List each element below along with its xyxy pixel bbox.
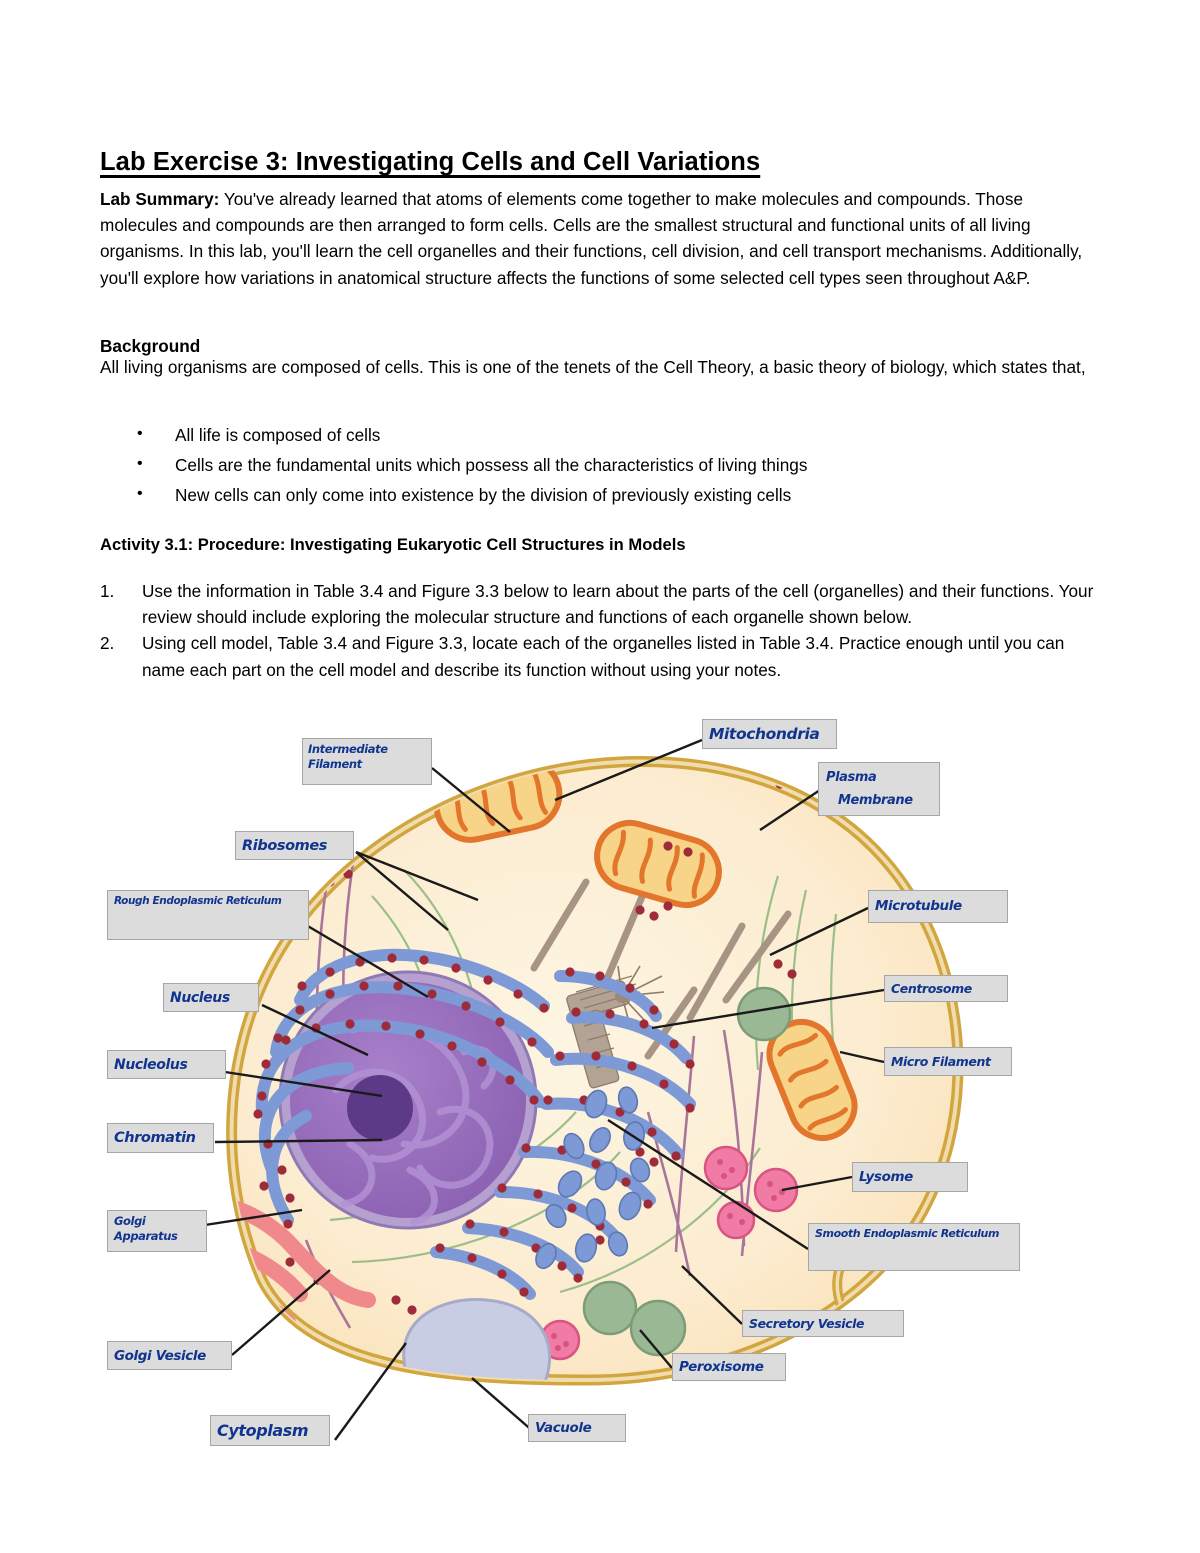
bullet-text: Cells are the fundamental units which po… bbox=[175, 455, 808, 475]
list-item: 1. Use the information in Table 3.4 and F… bbox=[100, 578, 1100, 630]
list-item: • Cells are the fundamental units which p… bbox=[100, 450, 1100, 480]
label-text: Vacuole bbox=[535, 1420, 592, 1436]
step-number: 2. bbox=[100, 633, 115, 654]
label-text: Membrane bbox=[838, 793, 913, 808]
bullet-glyph: • bbox=[137, 455, 143, 472]
label-plasma-membrane[interactable]: Plasma Membrane bbox=[818, 762, 940, 816]
label-chromatin[interactable]: Chromatin bbox=[107, 1123, 214, 1153]
vacuole-shape bbox=[402, 1298, 552, 1380]
bullet-text: All life is composed of cells bbox=[175, 425, 381, 445]
label-lysosome[interactable]: Lysome bbox=[852, 1162, 968, 1192]
label-text: Micro Filament bbox=[891, 1054, 991, 1069]
step-text: Using cell model, Table 3.4 and Figure 3… bbox=[142, 633, 1065, 680]
label-golgi-apparatus[interactable]: Golgi Apparatus bbox=[107, 1210, 207, 1252]
label-text: Filament bbox=[308, 757, 362, 771]
label-text: Mitochondria bbox=[709, 725, 820, 743]
label-text: Microtubule bbox=[875, 898, 962, 914]
background-paragraph: All living organisms are composed of cel… bbox=[100, 357, 1086, 377]
label-golgi-vesicle[interactable]: Golgi Vesicle bbox=[107, 1341, 232, 1370]
label-text: Cytoplasm bbox=[217, 1421, 309, 1440]
label-rough-er[interactable]: Rough Endoplasmic Reticulum bbox=[107, 890, 309, 940]
label-peroxisome[interactable]: Peroxisome bbox=[672, 1353, 786, 1381]
label-secretory-vesicle[interactable]: Secretory Vesicle bbox=[742, 1310, 904, 1337]
nucleolus-shape bbox=[347, 1075, 413, 1141]
step-text: Use the information in Table 3.4 and Fig… bbox=[142, 581, 1094, 628]
page-title: Lab Exercise 3: Investigating Cells and … bbox=[100, 148, 761, 177]
list-item: • All life is composed of cells bbox=[100, 420, 1100, 450]
label-text: Nucleus bbox=[170, 990, 230, 1006]
lab-summary-text: You've already learned that atoms of ele… bbox=[100, 189, 1083, 288]
bullet-glyph: • bbox=[137, 485, 143, 502]
label-vacuole[interactable]: Vacuole bbox=[528, 1414, 626, 1442]
label-text: Peroxisome bbox=[679, 1359, 764, 1375]
microtubule-shape bbox=[530, 878, 792, 1060]
activity-heading: Activity 3.1: Procedure: Investigating E… bbox=[100, 535, 686, 554]
cell-illustration bbox=[204, 738, 964, 1441]
smooth-endoplasmic-reticulum-shape bbox=[535, 1086, 651, 1270]
label-cytoplasm[interactable]: Cytoplasm bbox=[210, 1415, 330, 1446]
lab-summary-label: Lab Summary: bbox=[100, 189, 220, 209]
label-mitochondria[interactable]: Mitochondria bbox=[702, 719, 837, 749]
bullet-glyph: • bbox=[137, 425, 143, 442]
bullet-text: New cells can only come into existence b… bbox=[175, 485, 792, 505]
label-text: Ribosomes bbox=[242, 838, 328, 854]
label-text: Plasma bbox=[826, 770, 877, 785]
step-number: 1. bbox=[100, 581, 115, 601]
leader-lines bbox=[204, 738, 885, 1441]
label-text: Lysome bbox=[859, 1169, 913, 1185]
label-centrosome[interactable]: Centrosome bbox=[884, 975, 1008, 1002]
label-text: Centrosome bbox=[891, 981, 972, 996]
rough-endoplasmic-reticulum-shape bbox=[253, 779, 825, 1315]
label-ribosomes[interactable]: Ribosomes bbox=[235, 831, 354, 860]
mitochondria-shape bbox=[433, 761, 858, 1141]
label-text: Secretory Vesicle bbox=[749, 1316, 865, 1331]
lab-summary-paragraph: Lab Summary: You've already learned that… bbox=[100, 186, 1103, 291]
label-text: Nucleolus bbox=[114, 1057, 188, 1073]
label-text: Smooth Endoplasmic Reticulum bbox=[815, 1227, 1000, 1240]
eukaryotic-cell-diagram: Intermediate Filament Ribosomes Rough En… bbox=[0, 700, 1200, 1490]
label-text: Golgi Vesicle bbox=[114, 1348, 206, 1364]
label-text: Golgi Apparatus bbox=[114, 1214, 178, 1243]
label-text: Chromatin bbox=[114, 1130, 196, 1146]
label-nucleus[interactable]: Nucleus bbox=[163, 983, 259, 1012]
label-text: Rough Endoplasmic Reticulum bbox=[114, 895, 282, 907]
cell-theory-bullet-list: • All life is composed of cells • Cells ar… bbox=[100, 420, 1100, 510]
list-item: • New cells can only come into existence … bbox=[100, 480, 1100, 510]
label-micro-filament[interactable]: Micro Filament bbox=[884, 1047, 1012, 1076]
background-heading: Background bbox=[100, 336, 201, 356]
label-smooth-er[interactable]: Smooth Endoplasmic Reticulum bbox=[808, 1223, 1020, 1271]
peroxisome-shape bbox=[582, 986, 792, 1357]
label-intermediate-filament[interactable]: Intermediate Filament bbox=[302, 738, 432, 785]
label-microtubule[interactable]: Microtubule bbox=[868, 890, 1008, 923]
label-nucleolus[interactable]: Nucleolus bbox=[107, 1050, 226, 1079]
procedure-steps: 1. Use the information in Table 3.4 and F… bbox=[100, 578, 1100, 683]
list-item: 2. Using cell model, Table 3.4 and Figure… bbox=[100, 630, 1100, 682]
label-text: Intermediate bbox=[308, 742, 388, 756]
